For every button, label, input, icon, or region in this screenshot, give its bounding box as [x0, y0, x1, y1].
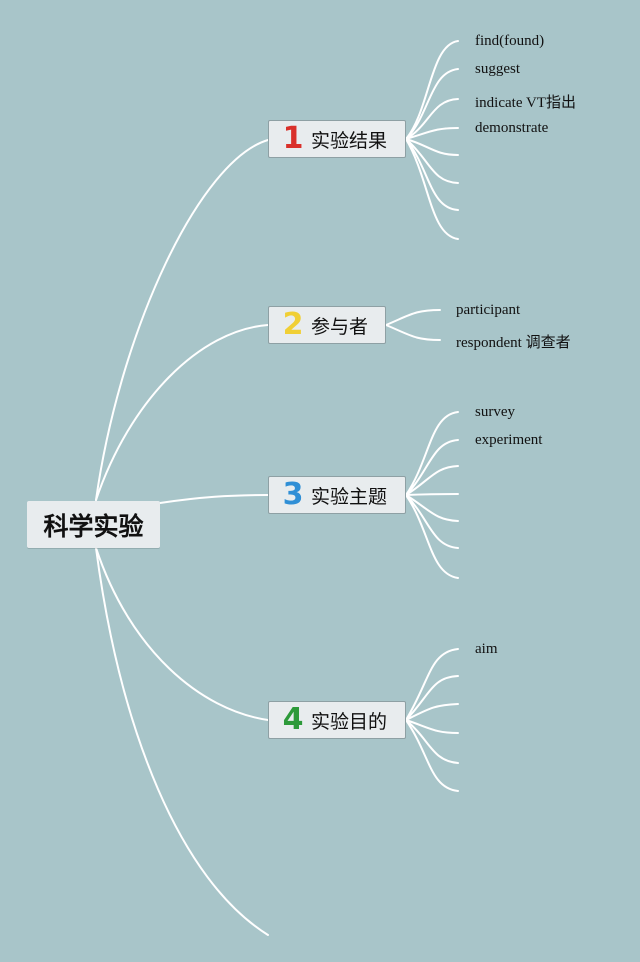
root-label: 科学实验: [43, 511, 144, 541]
b1-link-1: [405, 40, 459, 140]
b2-link-2: [385, 324, 441, 341]
b4-link-4: [405, 719, 459, 734]
leaf-3-2[interactable]: experiment: [475, 432, 543, 448]
b4-link-1: [405, 648, 459, 721]
b3-link-7: [405, 494, 459, 579]
b1-link-4: [405, 127, 459, 140]
branch-label-1: 实验结果: [311, 129, 388, 152]
branch-number-3: 3: [282, 477, 304, 512]
root-node[interactable]: 科学实验: [27, 501, 160, 548]
branch-number-4: 4: [282, 702, 304, 737]
b1-link-8: [405, 138, 459, 240]
branch-label-3: 实验主题: [311, 485, 388, 508]
b1-link-2: [405, 68, 459, 140]
b3-link-5: [405, 494, 459, 522]
root-link-1: [95, 139, 269, 501]
leaf-1-1[interactable]: find(found): [475, 33, 545, 49]
branch-number-2: 2: [282, 307, 304, 342]
branch-node-4[interactable]: 4 实验目的: [268, 701, 406, 739]
branch-label-2: 参与者: [311, 315, 369, 338]
leaf-3-1[interactable]: survey: [475, 404, 515, 420]
branch-node-2[interactable]: 2 参与者: [268, 306, 386, 344]
root-link-5: [95, 547, 269, 936]
b3-link-4: [405, 493, 459, 496]
root-link-2: [95, 324, 269, 501]
b2-link-1: [385, 309, 441, 326]
b4-link-3: [405, 703, 459, 721]
branch-node-3[interactable]: 3 实验主题: [268, 476, 406, 514]
branch-node-1[interactable]: 1 实验结果: [268, 120, 406, 158]
leaf-1-2[interactable]: suggest: [475, 61, 520, 77]
b3-link-2: [405, 439, 459, 496]
b1-link-5: [405, 138, 459, 156]
b4-link-5: [405, 719, 459, 764]
b1-link-7: [405, 138, 459, 211]
b1-link-6: [405, 138, 459, 184]
branch-label-4: 实验目的: [311, 710, 388, 733]
b4-link-2: [405, 675, 459, 721]
branch-number-1: 1: [282, 121, 304, 156]
leaf-1-4[interactable]: demonstrate: [475, 120, 549, 136]
leaf-2-1[interactable]: participant: [456, 302, 521, 318]
leaf-1-3[interactable]: indicate VT指出: [475, 95, 576, 111]
b3-link-3: [405, 465, 459, 496]
root-link-3: [159, 494, 269, 504]
b3-link-6: [405, 494, 459, 549]
leaf-2-2[interactable]: respondent 调查者: [456, 335, 571, 351]
b3-link-1: [405, 411, 459, 496]
b1-link-3: [405, 98, 459, 140]
root-link-4: [95, 547, 269, 721]
leaf-4-1[interactable]: aim: [475, 641, 498, 657]
b4-link-6: [405, 719, 459, 792]
